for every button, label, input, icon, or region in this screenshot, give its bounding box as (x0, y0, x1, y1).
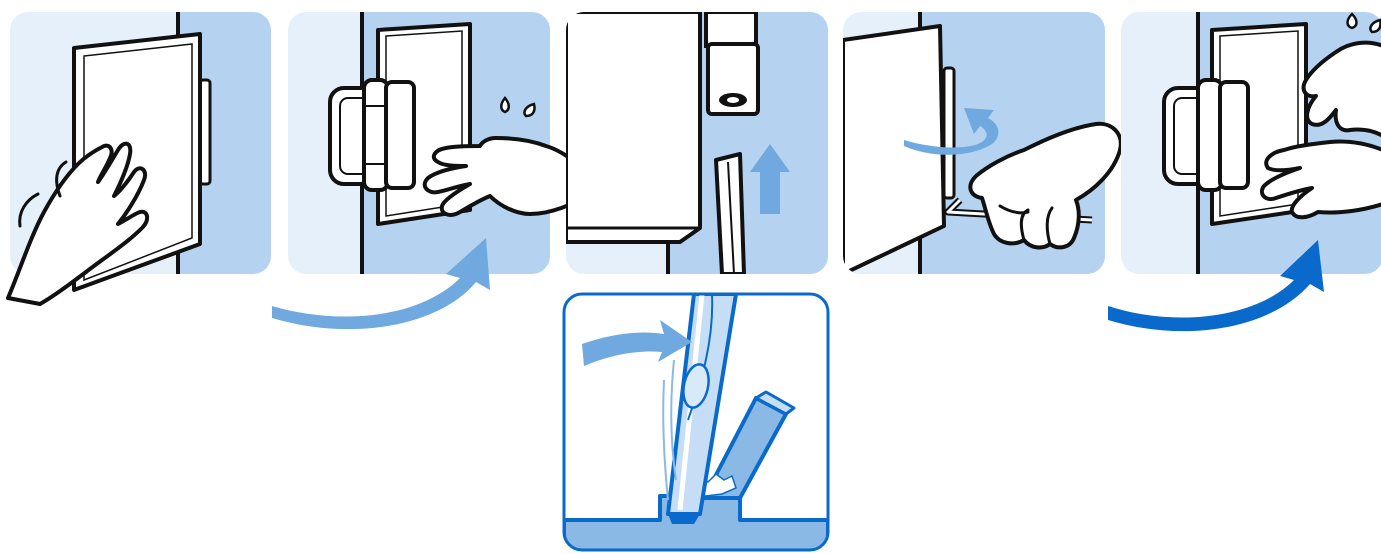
step-5-panel (1108, 12, 1381, 331)
detail-panel (564, 294, 828, 554)
step-4-panel (843, 12, 1121, 274)
step-1-panel (8, 12, 271, 304)
effort-drop-icon (1348, 14, 1357, 28)
hinge-icon (330, 80, 414, 190)
hand-icon (425, 138, 588, 215)
effort-drop-icon (501, 98, 509, 112)
step-2-panel (272, 12, 588, 329)
hinge-bushing (706, 12, 758, 114)
mounting-plate (944, 68, 954, 198)
door-panel (566, 12, 700, 242)
screwdriver-tool (716, 154, 744, 274)
step-3-panel (566, 12, 828, 274)
hinge-icon (1164, 80, 1248, 190)
